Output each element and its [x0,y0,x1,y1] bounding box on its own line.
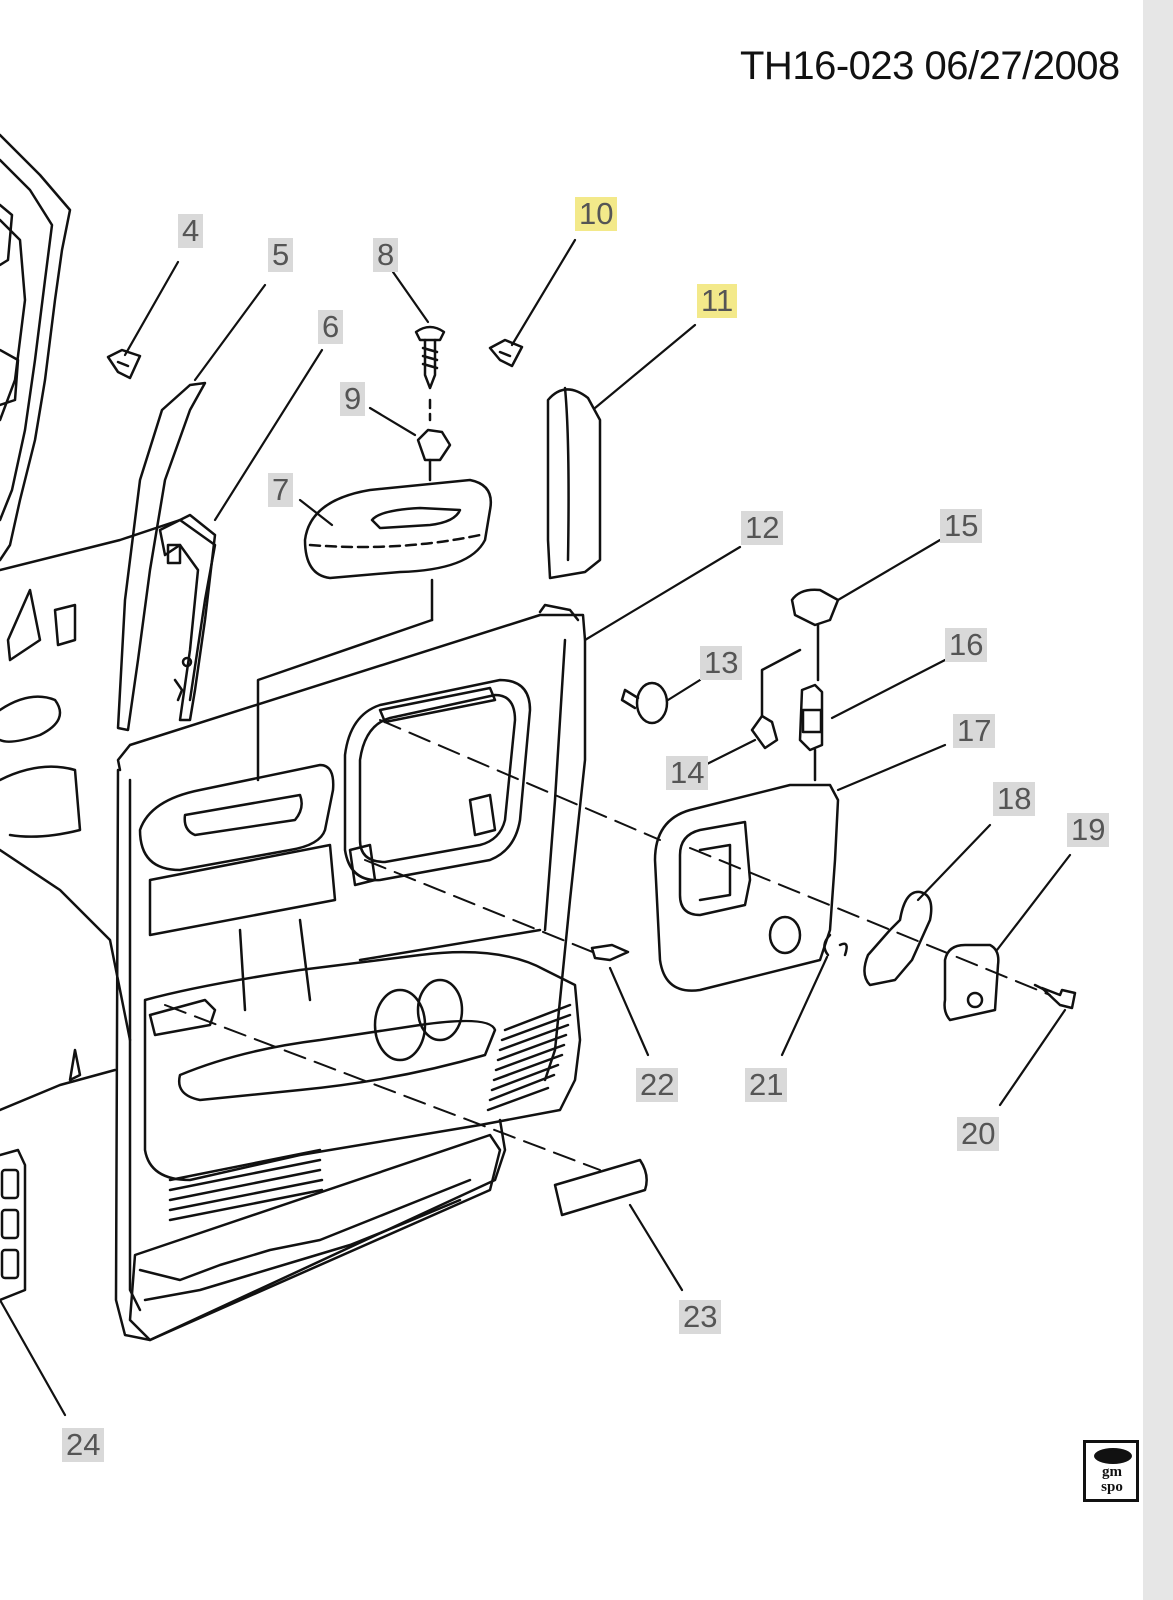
part-9-retainer [416,428,452,482]
callout-13: 13 [700,646,743,680]
callout-12: 12 [741,511,784,545]
leader-lines [0,238,1072,1417]
part-15-bezel [790,588,840,682]
adjacent-door-panel [0,518,217,1112]
callout-18: 18 [993,782,1036,816]
callout-20: 20 [957,1117,1000,1151]
part-10-clip [488,338,524,368]
assembly-lines [164,719,1051,1171]
callout-7: 7 [268,473,294,507]
callout-16: 16 [945,628,988,662]
part-22-clip [590,943,630,962]
callout-5: 5 [268,238,294,272]
part-16-switch [798,683,824,782]
part-19-cover [943,943,1000,1022]
part-12-trim-panel [114,603,587,1342]
part-21-clip [823,933,848,957]
part-13-pin [620,681,669,725]
callout-19: 19 [1067,813,1110,847]
callout-17: 17 [953,714,996,748]
exploded-view-drawing [0,133,1077,1417]
callout-23: 23 [679,1300,722,1334]
callout-21: 21 [745,1068,788,1102]
part-23-insert [553,1158,648,1217]
part-11-trim [546,386,602,580]
callout-10: 10 [575,197,618,231]
logo-line1: gm [1102,1464,1122,1480]
part-17-handle-bezel [653,783,840,992]
part-18-handle [863,890,933,987]
callout-4: 4 [178,214,204,248]
part-4-clip [106,348,142,380]
part-20-screw [1033,983,1077,1010]
document-id: TH16-023 06/27/2008 [740,44,1120,88]
callout-15: 15 [940,509,983,543]
part-7-armrest [256,478,493,782]
page-edge-bar [1143,0,1173,1600]
callout-11: 11 [697,284,738,318]
callout-6: 6 [318,310,344,344]
part-5-weatherstrip [116,381,207,732]
callout-8: 8 [373,238,399,272]
part-24-vent [0,1148,27,1302]
callout-14: 14 [666,756,709,790]
part-8-screw [414,325,446,422]
logo-oval-icon [1094,1448,1132,1464]
callout-22: 22 [636,1068,679,1102]
part-14-clip [750,648,802,750]
callout-24: 24 [62,1428,105,1462]
door-frame [0,133,72,562]
logo-line2: spo [1101,1479,1123,1495]
callout-9: 9 [340,382,366,416]
part-6-seal [158,513,217,722]
